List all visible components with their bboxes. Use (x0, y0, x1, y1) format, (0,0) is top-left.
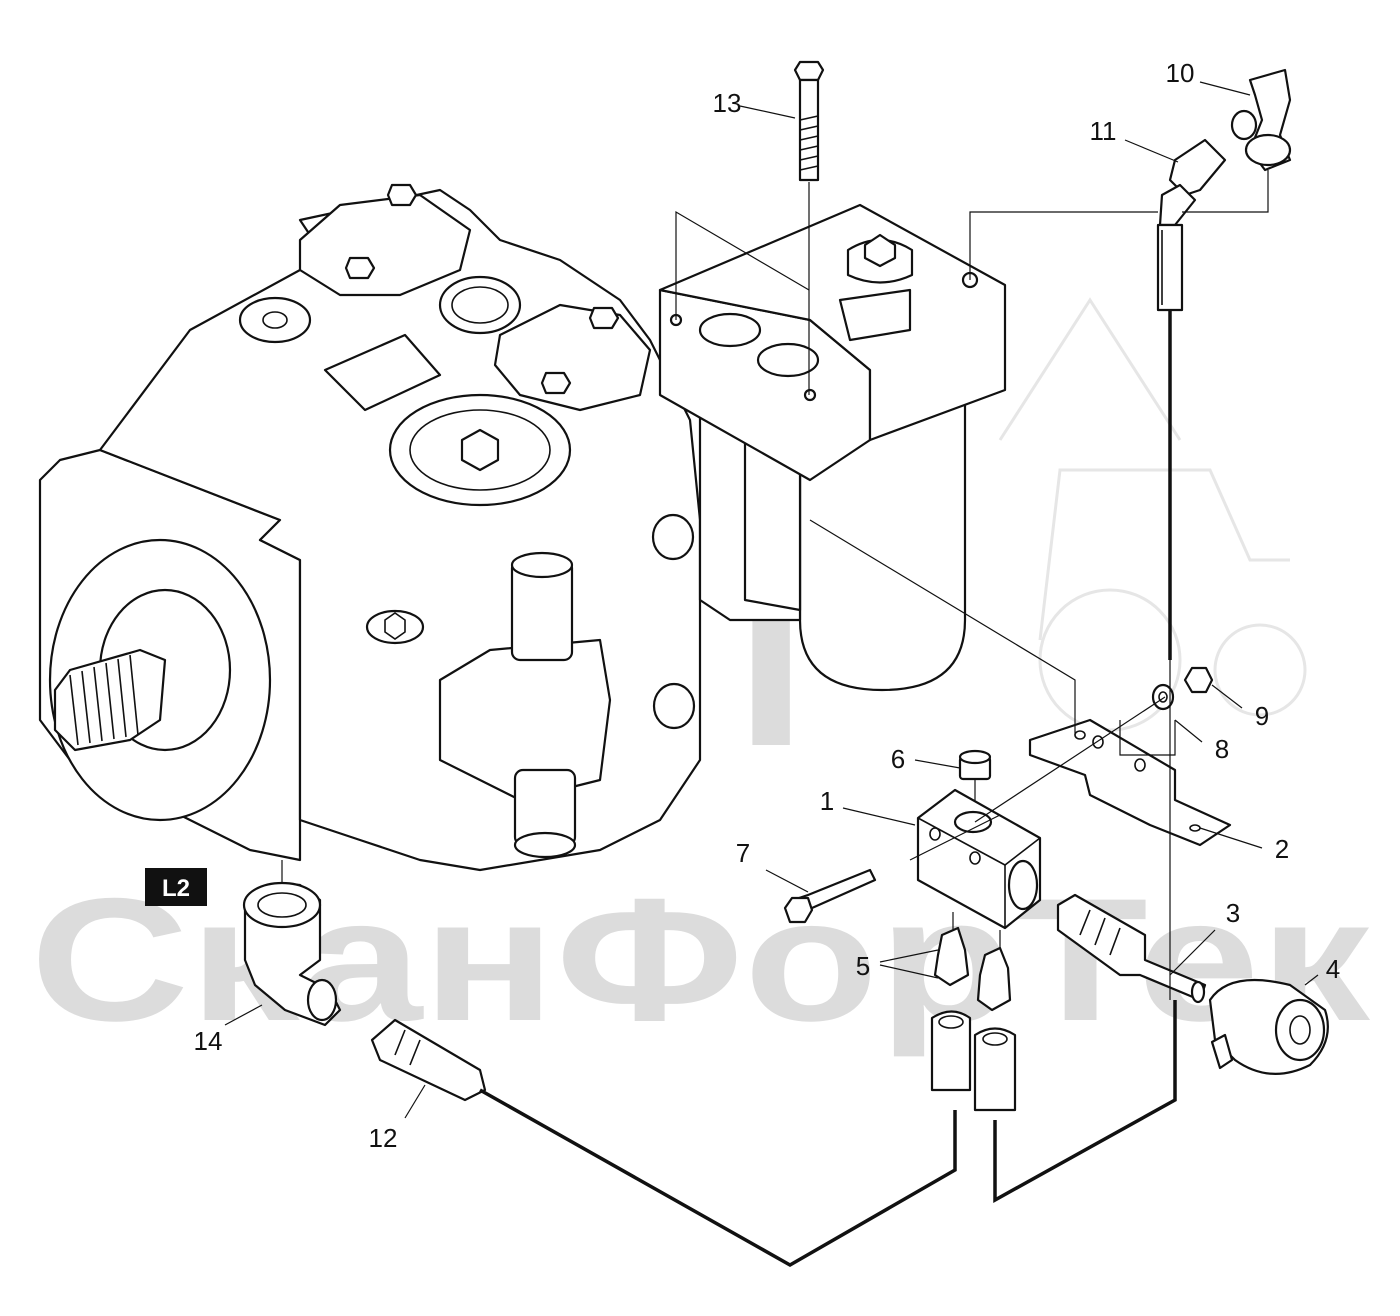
callout-9: 9 (1255, 701, 1269, 731)
l2-badge-label: L2 (162, 875, 190, 902)
part-6-plug (958, 749, 992, 810)
assembly-leaders (675, 170, 1269, 861)
callout-4: 4 (1326, 954, 1340, 984)
l2-badge: L2 (145, 868, 207, 906)
hydraulic-pump-assembly (38, 183, 702, 872)
callout-8: 8 (1215, 734, 1229, 764)
pipe-5b-to-10 (993, 1000, 1177, 1203)
part-5-fittings (933, 912, 1012, 1012)
callout-3: 3 (1226, 898, 1240, 928)
callout-12: 12 (369, 1123, 398, 1153)
watermark-tractor-right-icon (998, 297, 1307, 732)
filter-assembly (658, 203, 1007, 692)
pump-bolts (344, 183, 620, 395)
callout-labels: 1 2 3 4 5 6 7 8 9 10 11 12 13 14 (194, 58, 1341, 1153)
hose-ends-lower (930, 1010, 1017, 1112)
part-7-bolt (783, 868, 877, 924)
callout-11: 11 (1090, 116, 1117, 146)
callout-5: 5 (856, 951, 870, 981)
part-4-solenoid-coil (1208, 978, 1329, 1075)
part-9-nut (1183, 666, 1214, 694)
callout-13: 13 (713, 88, 742, 118)
callout-7: 7 (736, 838, 750, 868)
hose-vertical-right (1156, 223, 1184, 660)
shaft-splines (69, 654, 139, 746)
part-12-hose-end (370, 1018, 487, 1102)
callout-1: 1 (820, 786, 834, 816)
hydraulic-lines (479, 660, 1177, 1268)
callout-leaders (224, 81, 1319, 1119)
part-1-valve-block (916, 788, 1042, 930)
part-14-elbow-fitting (242, 860, 342, 1027)
callout-14: 14 (194, 1026, 223, 1056)
callout-2: 2 (1275, 834, 1289, 864)
part-8-washer (1151, 683, 1175, 711)
part-13-bolt (793, 60, 825, 395)
part-3-cartridge-valve (1056, 893, 1207, 1004)
part-2-bracket (1028, 718, 1232, 847)
callout-10: 10 (1166, 58, 1195, 88)
part-10-tee-fitting (1230, 68, 1292, 172)
callout-6: 6 (891, 744, 905, 774)
pipe-12-to-5a (479, 1088, 957, 1268)
